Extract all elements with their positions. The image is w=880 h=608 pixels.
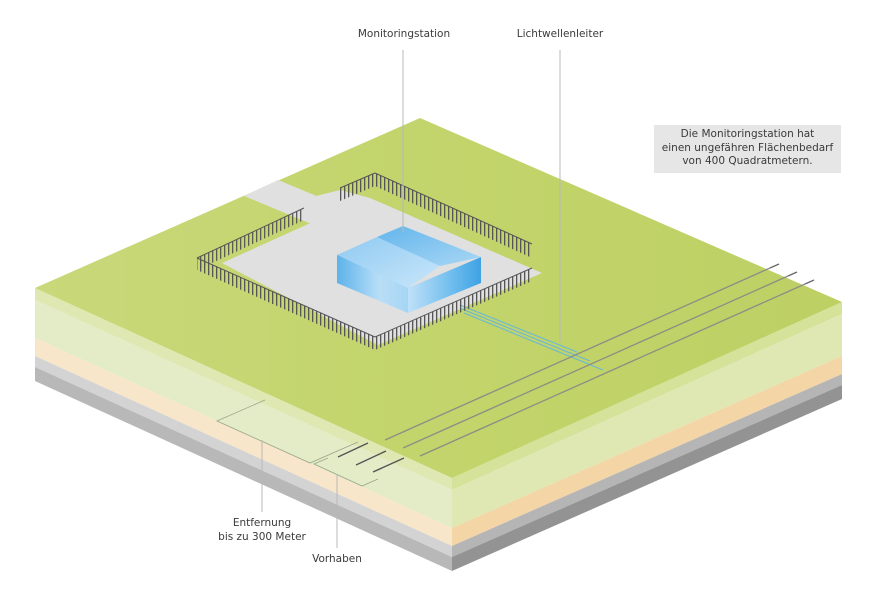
building-front-wall: [337, 255, 408, 313]
distance-area-outline: [216, 399, 359, 464]
layer-topsoil-left: [35, 300, 452, 528]
fence-front-left: [197, 258, 375, 350]
label-distance: Entfernung bis zu 300 Meter: [202, 516, 322, 544]
fence-front-right: [375, 268, 532, 350]
info-box: Die Monitoringstation hat einen ungefähr…: [654, 125, 841, 173]
label-project: Vorhaben: [312, 553, 362, 565]
layer-topsoil-right: [452, 314, 842, 528]
layer-gravel-right: [452, 374, 842, 557]
label-distance-line-1: Entfernung: [232, 517, 292, 529]
fence-right-back: [375, 173, 532, 258]
project-area-outline: [313, 457, 379, 487]
block-right-face: [452, 302, 842, 571]
info-line-3: von 400 Quadratmetern.: [682, 155, 813, 167]
layer-base-right: [452, 385, 842, 571]
building-roof-left: [337, 237, 440, 288]
layer-sand-left: [35, 338, 452, 546]
layer-grass-edge-right: [452, 302, 842, 490]
fiber-optic-lines: [459, 304, 604, 371]
paved-area-extension: [300, 190, 370, 216]
fence: [196, 172, 533, 350]
info-line-2: einen ungefähren Flächenbedarf: [661, 141, 834, 154]
block-left-face: [35, 288, 452, 571]
label-monitoring-station: Monitoringstation: [357, 28, 451, 40]
info-line-1: Die Monitoringstation hat: [680, 128, 815, 140]
cable-end-marks: [769, 263, 815, 285]
leader-lines: [261, 50, 561, 548]
building-side-wall: [408, 257, 481, 313]
layer-grass-edge-left: [35, 288, 452, 490]
project-cable-stubs: [337, 442, 405, 473]
label-fiber-optic: Lichtwellenleiter: [516, 28, 604, 40]
monitoring-station-building: [337, 226, 481, 313]
fence-back-right: [340, 173, 375, 201]
building-roof-right: [377, 226, 481, 266]
fence-back-left: [197, 208, 304, 270]
cable-lines: [384, 267, 806, 457]
label-distance-line-2: bis zu 300 Meter: [218, 531, 306, 543]
layer-gravel-left: [35, 356, 452, 557]
layer-sand-right: [452, 356, 842, 546]
layer-base-left: [35, 367, 452, 571]
